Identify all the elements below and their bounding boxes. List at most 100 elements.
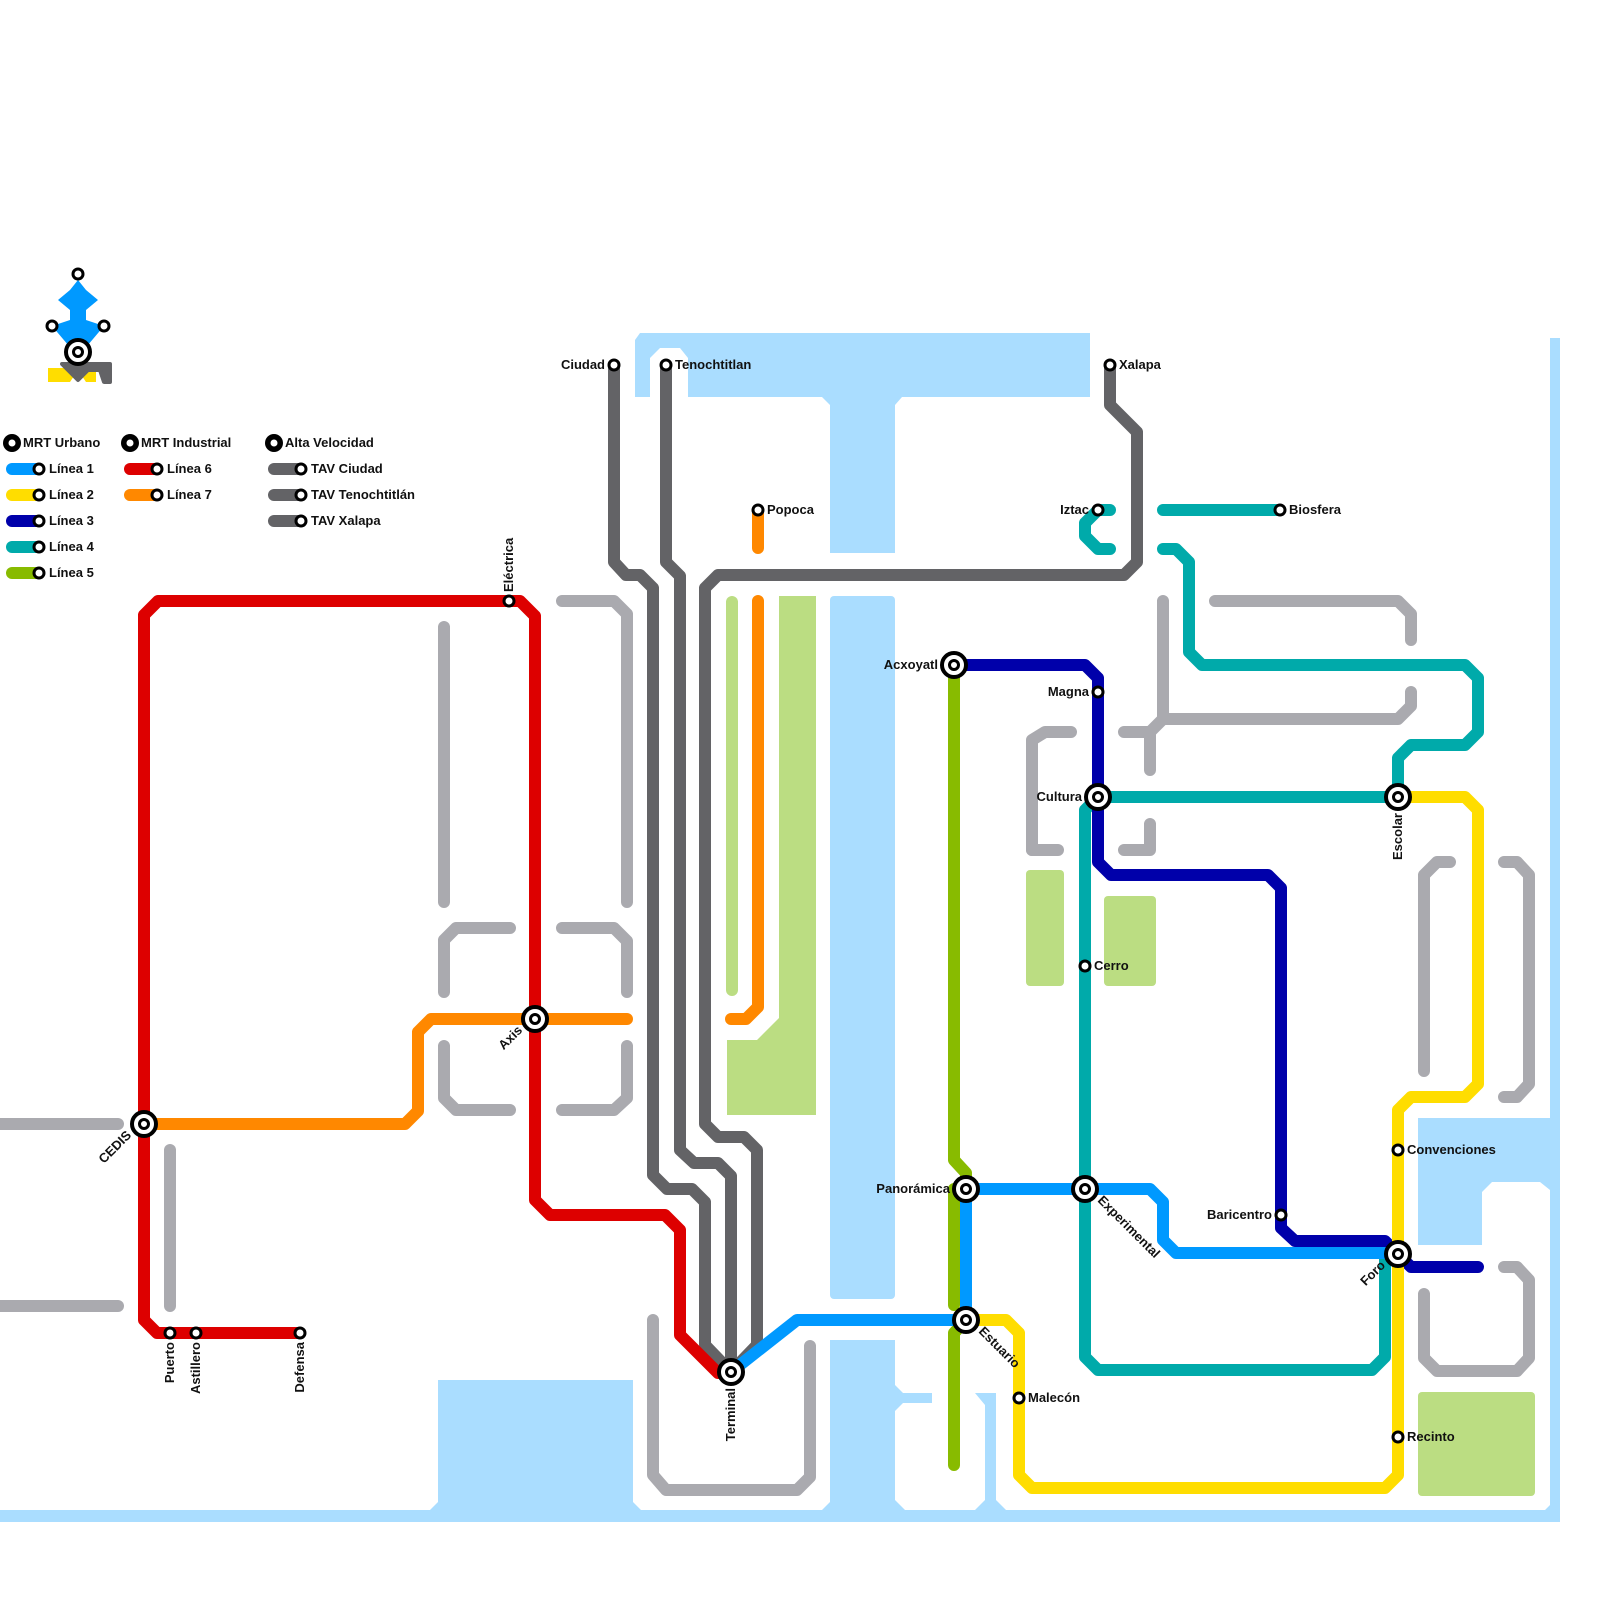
legend-item-label: Línea 6	[167, 461, 212, 476]
park-central	[727, 596, 816, 1115]
station-label: Iztac	[1060, 502, 1089, 517]
station-label: Ciudad	[561, 357, 605, 372]
station-acxoyatl[interactable]: Acxoyatl	[884, 651, 968, 679]
interchange-inner-icon	[1392, 791, 1404, 803]
station-recinto[interactable]: Recinto	[1391, 1429, 1455, 1444]
station-defensa[interactable]: Defensa	[292, 1326, 307, 1393]
station-label: Axis	[495, 1023, 525, 1053]
interchange-inner-icon	[1079, 1183, 1091, 1195]
station-label: Escolar	[1390, 813, 1405, 860]
line-1[interactable]	[725, 1183, 1404, 1378]
station-marker-icon	[751, 503, 765, 517]
station-malecon[interactable]: Malecón	[1012, 1390, 1080, 1405]
station-label: Panorámica	[876, 1181, 950, 1196]
legend-item-label: Línea 2	[49, 487, 94, 502]
station-tenochtitlan[interactable]: Tenochtitlan	[659, 357, 751, 372]
line-tav-tenochtitlan[interactable]	[660, 359, 737, 1378]
legend-item-tav-tenochtitlan: TAV Tenochtitlán	[268, 487, 415, 502]
legend-station-icon	[32, 566, 46, 580]
station-label: Terminal	[723, 1388, 738, 1441]
station-label: Defensa	[292, 1341, 307, 1392]
legend-item-linea-1: Línea 1	[6, 461, 94, 476]
station-label: Puerto	[162, 1342, 177, 1383]
station-label: Baricentro	[1207, 1207, 1272, 1222]
water-bodies	[0, 333, 1560, 1522]
station-cultura[interactable]: Cultura	[1037, 783, 1112, 811]
interchange-inner-icon	[1092, 791, 1104, 803]
station-iztac[interactable]: Iztac	[1060, 502, 1105, 517]
line-4-iztac[interactable]	[1079, 504, 1286, 555]
legend-item-tav-xalapa: TAV Xalapa	[268, 513, 381, 528]
water-east-bay	[1418, 1118, 1550, 1245]
line-tav-xalapa[interactable]	[699, 359, 1143, 1378]
legend-item-label: Línea 3	[49, 513, 94, 528]
legend-group-title: MRT Industrial	[141, 435, 231, 450]
legend-group-title: Alta Velocidad	[285, 435, 374, 450]
legend-station-icon	[294, 514, 308, 528]
station-cerro[interactable]: Cerro	[1078, 958, 1129, 973]
line-2[interactable]	[960, 791, 1484, 1494]
station-baricentro[interactable]: Baricentro	[1207, 1207, 1288, 1222]
interchange-inner-icon	[960, 1183, 972, 1195]
station-label: Eléctrica	[501, 537, 516, 592]
legend-item-label: TAV Ciudad	[311, 461, 383, 476]
station-label: Biosfera	[1289, 502, 1342, 517]
legend-item-label: Línea 7	[167, 487, 212, 502]
station-ciudad[interactable]: Ciudad	[561, 357, 621, 372]
line-tav-ciudad[interactable]	[608, 359, 737, 1378]
station-label: Acxoyatl	[884, 657, 938, 672]
line-4[interactable]	[1079, 543, 1484, 1376]
station-marker-icon	[1274, 1208, 1288, 1222]
station-label: Malecón	[1028, 1390, 1080, 1405]
streets	[0, 595, 1535, 1496]
legend-item-label: Línea 1	[49, 461, 94, 476]
line-5[interactable]	[948, 659, 972, 1471]
legend-item-linea-2: Línea 2	[6, 487, 94, 502]
station-popoca[interactable]: Popoca	[751, 502, 815, 517]
legend-station-icon	[294, 462, 308, 476]
logo-gray-shape	[60, 362, 112, 384]
park-cerro	[1104, 896, 1156, 986]
station-escolar[interactable]: Escolar	[1384, 783, 1412, 860]
station-biosfera[interactable]: Biosfera	[1273, 502, 1342, 517]
legend-item-label: Línea 4	[49, 539, 95, 554]
station-marker-icon	[1391, 1430, 1405, 1444]
interchange-inner-icon	[725, 1366, 737, 1378]
station-convenciones[interactable]: Convenciones	[1391, 1142, 1496, 1157]
station-magna[interactable]: Magna	[1048, 684, 1105, 699]
parks	[726, 596, 1535, 1496]
legend-station-icon	[32, 488, 46, 502]
legend-group-marker-inner-icon	[8, 439, 16, 447]
water-top-lake	[635, 333, 1090, 553]
legend-item-label: Línea 5	[49, 565, 94, 580]
legend-item-linea-7: Línea 7	[124, 487, 212, 502]
station-marker-icon	[502, 594, 516, 608]
station-marker-icon	[189, 1326, 203, 1340]
line-7[interactable]	[138, 1013, 633, 1130]
station-label: Convenciones	[1407, 1142, 1496, 1157]
station-marker-icon	[163, 1326, 177, 1340]
station-panoramica[interactable]: Panorámica	[876, 1175, 980, 1203]
station-terminal[interactable]: Terminal	[717, 1358, 745, 1441]
station-label: Astillero	[188, 1342, 203, 1394]
station-astillero[interactable]: Astillero	[188, 1326, 203, 1394]
station-marker-icon	[1012, 1391, 1026, 1405]
line-6[interactable]	[138, 595, 724, 1379]
station-puerto[interactable]: Puerto	[162, 1326, 177, 1383]
station-marker-icon	[1103, 358, 1117, 372]
station-label: Cultura	[1037, 789, 1083, 804]
station-marker-icon	[1091, 503, 1105, 517]
station-label: Recinto	[1407, 1429, 1455, 1444]
water-river	[830, 596, 895, 1299]
station-electrica[interactable]: Eléctrica	[501, 537, 516, 608]
logo-stations	[45, 267, 111, 366]
park-cerro-west	[1026, 870, 1064, 986]
station-xalapa[interactable]: Xalapa	[1103, 357, 1162, 372]
station-label: CEDIS	[95, 1127, 134, 1166]
legend-item-linea-3: Línea 3	[6, 513, 94, 528]
